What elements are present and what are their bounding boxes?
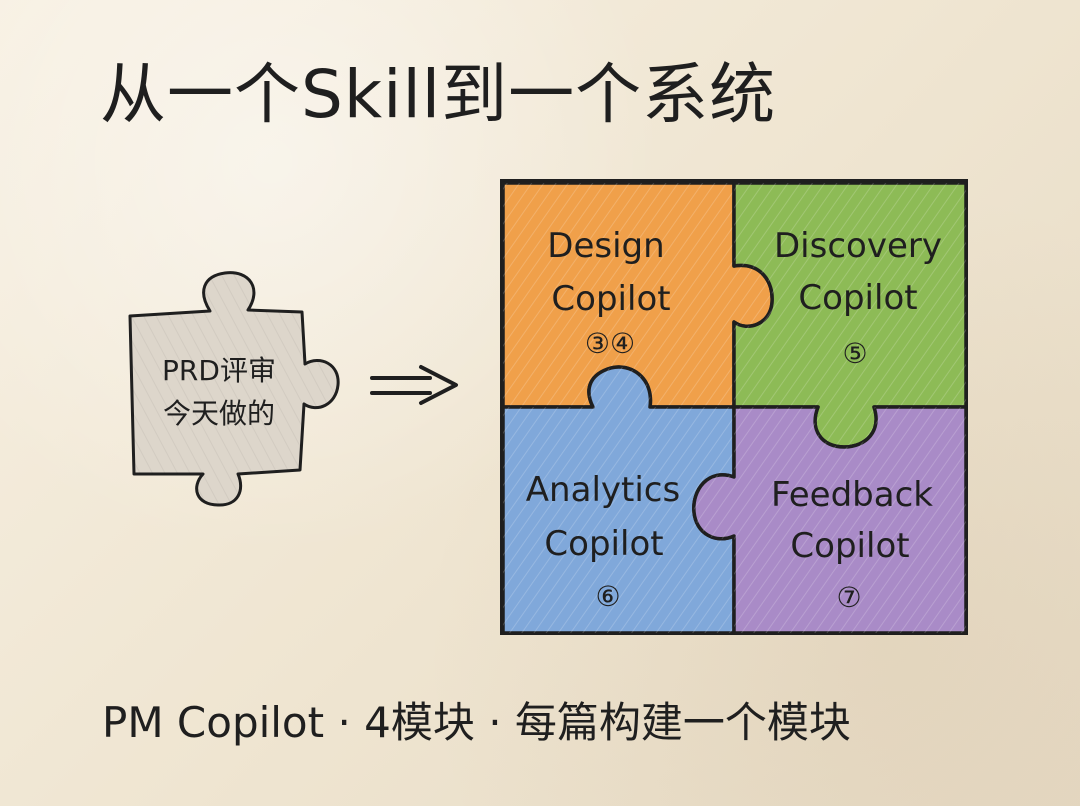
analytics-step-badge: ⑥ [595, 580, 620, 613]
prd-piece: PRD评审 今天做的 [128, 271, 340, 507]
design-texture [503, 183, 773, 407]
analytics-title-line-1: Analytics [526, 470, 680, 510]
prd-line-1: PRD评审 [162, 354, 276, 387]
analytics-texture [503, 367, 734, 633]
prd-piece-texture [130, 272, 339, 506]
discovery-step-badge: ⑤ [842, 337, 867, 370]
feedback-title-line-2: Copilot [790, 526, 909, 566]
analytics-title-line-2: Copilot [544, 524, 663, 564]
module-discovery: Discovery Copilot ⑤ [732, 181, 968, 449]
design-step-badge: ③④ [585, 327, 635, 360]
module-design: Design Copilot ③④ [501, 181, 774, 409]
connector-arrow [370, 365, 458, 405]
design-title-line-1: Design [547, 226, 664, 266]
prd-line-2: 今天做的 [163, 397, 275, 430]
feedback-title-line-1: Feedback [771, 475, 933, 515]
discovery-texture [734, 183, 966, 447]
page-title: 从一个Skill到一个系统 [100, 56, 776, 133]
feedback-texture [693, 407, 966, 633]
feedback-step-badge: ⑦ [836, 581, 861, 614]
footer-summary: PM Copilot · 4模块 · 每篇构建一个模块 [102, 698, 851, 747]
module-feedback: Feedback Copilot ⑦ [692, 405, 968, 635]
discovery-title-line-2: Copilot [798, 278, 917, 318]
discovery-title-line-1: Discovery [774, 226, 942, 266]
module-analytics: Analytics Copilot ⑥ [501, 365, 736, 635]
design-title-line-2: Copilot [551, 279, 670, 319]
